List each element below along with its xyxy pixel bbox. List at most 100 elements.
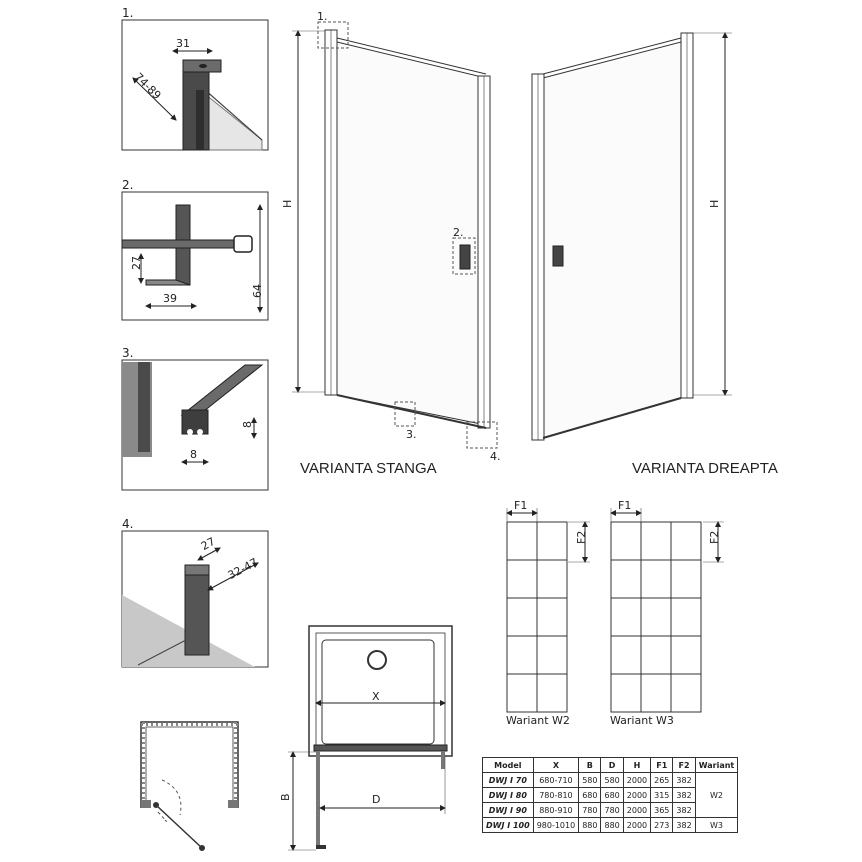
left-door-drawing: H 1. 2. 3. 4. VARIANTA STANGA <box>281 10 501 477</box>
tile <box>506 597 538 637</box>
col-d: D <box>600 757 624 773</box>
tile <box>536 521 568 561</box>
detail-1-number: 1. <box>122 6 133 20</box>
cell-model: DWJ I 90 <box>482 802 534 818</box>
cell-wariant-w3: W3 <box>694 817 739 833</box>
detail-2-width-39: 39 <box>163 292 177 305</box>
cell-b: 780 <box>578 802 602 818</box>
table-row: DWJ I 70 680-710 580 580 2000 265 382 W2 <box>482 772 739 818</box>
detail-3: 3. 8 8 <box>121 346 269 491</box>
tile <box>536 559 568 599</box>
tile <box>536 673 568 713</box>
cell-x: 680-710 <box>532 772 580 788</box>
detail-3-height-8: 8 <box>241 421 254 428</box>
detail-4-number: 4. <box>122 517 133 531</box>
detail-3-width-8: 8 <box>190 448 197 461</box>
w2-f1-label: F1 <box>514 499 527 512</box>
cell-b: 880 <box>578 817 602 833</box>
col-b: B <box>578 757 602 773</box>
left-callout-3: 3. <box>406 428 417 441</box>
cell-h: 2000 <box>622 817 652 833</box>
detail-2-number: 2. <box>122 178 133 192</box>
plan-b-label: B <box>279 793 292 801</box>
col-f1: F1 <box>650 757 674 773</box>
tile <box>670 597 702 637</box>
tile <box>610 521 642 561</box>
plan-x-label: X <box>372 690 380 703</box>
cell-f1: 315 <box>650 787 674 803</box>
tile <box>610 597 642 637</box>
tile <box>610 673 642 713</box>
cell-model: DWJ I 80 <box>482 787 534 803</box>
col-h: H <box>622 757 652 773</box>
tile <box>640 521 672 561</box>
tile <box>610 635 642 675</box>
cell-d: 880 <box>600 817 624 833</box>
cell-f2: 382 <box>672 817 696 833</box>
plan-view-small <box>140 721 239 851</box>
tile <box>506 635 538 675</box>
col-wariant: Wariant <box>694 757 739 773</box>
detail-4: 4. 27 32-47 <box>121 517 269 668</box>
tile <box>670 559 702 599</box>
plan-view-large: X B D <box>279 625 453 851</box>
right-door-height-label: H <box>708 200 721 208</box>
cell-b: 680 <box>578 787 602 803</box>
left-callout-1: 1. <box>317 10 328 23</box>
cell-h: 2000 <box>622 787 652 803</box>
cell-wariant-w2: W2 <box>694 772 739 818</box>
cell-x: 980-1010 <box>532 817 580 833</box>
cell-h: 2000 <box>622 802 652 818</box>
cell-d: 580 <box>600 772 624 788</box>
right-door-caption: VARIANTA DREAPTA <box>632 460 778 477</box>
cell-f1: 273 <box>650 817 674 833</box>
cell-b: 580 <box>578 772 602 788</box>
tile <box>506 521 538 561</box>
table-row: DWJ I 90 880-910 780 780 2000 365 382 <box>482 802 738 818</box>
tile-w3-labels: F1 F2 Wariant W3 <box>610 499 724 727</box>
w3-label: Wariant W3 <box>610 714 674 727</box>
table-row: DWJ I 100 980-1010 880 880 2000 273 382 … <box>482 817 739 833</box>
cell-f1: 365 <box>650 802 674 818</box>
detail-2: 2. 27 39 64 <box>121 178 269 321</box>
plan-d-label: D <box>372 793 380 806</box>
detail-2-height-64: 64 <box>251 284 264 298</box>
col-x: X <box>532 757 580 773</box>
spec-table: Model X B D H F1 F2 Wariant DWJ I 70 680… <box>482 757 739 833</box>
w2-label: Wariant W2 <box>506 714 570 727</box>
right-door-drawing: H VARIANTA DREAPTA <box>531 32 778 477</box>
tile <box>670 521 702 561</box>
table-header-row: Model X B D H F1 F2 Wariant <box>482 757 739 773</box>
cell-model: DWJ I 70 <box>482 772 534 788</box>
cell-h: 2000 <box>622 772 652 788</box>
cell-x: 780-810 <box>532 787 580 803</box>
cell-f2: 382 <box>672 772 696 788</box>
tile <box>640 597 672 637</box>
cell-model: DWJ I 100 <box>482 817 534 833</box>
left-door-caption: VARIANTA STANGA <box>300 460 437 477</box>
tile <box>536 635 568 675</box>
w2-f2-label: F2 <box>575 531 588 544</box>
left-callout-4: 4. <box>490 450 501 463</box>
tile-grid-w3 <box>610 521 702 713</box>
tile-w2-labels: F1 F2 Wariant W2 <box>506 499 590 727</box>
cell-x: 880-910 <box>532 802 580 818</box>
left-door-height-label: H <box>281 200 294 208</box>
left-callout-2: 2. <box>453 226 464 239</box>
detail-4-dim-27: 27 <box>199 535 217 553</box>
tile <box>536 597 568 637</box>
w3-f1-label: F1 <box>618 499 631 512</box>
tile <box>506 559 538 599</box>
detail-1-width: 31 <box>176 37 190 50</box>
cell-d: 780 <box>600 802 624 818</box>
detail-3-number: 3. <box>122 346 133 360</box>
tile <box>670 673 702 713</box>
tile <box>506 673 538 713</box>
cell-f2: 382 <box>672 787 696 803</box>
cell-d: 680 <box>600 787 624 803</box>
col-f2: F2 <box>672 757 696 773</box>
table-row: DWJ I 80 780-810 680 680 2000 315 382 <box>482 787 738 803</box>
tile-grid-w2 <box>506 521 568 713</box>
tile <box>640 673 672 713</box>
